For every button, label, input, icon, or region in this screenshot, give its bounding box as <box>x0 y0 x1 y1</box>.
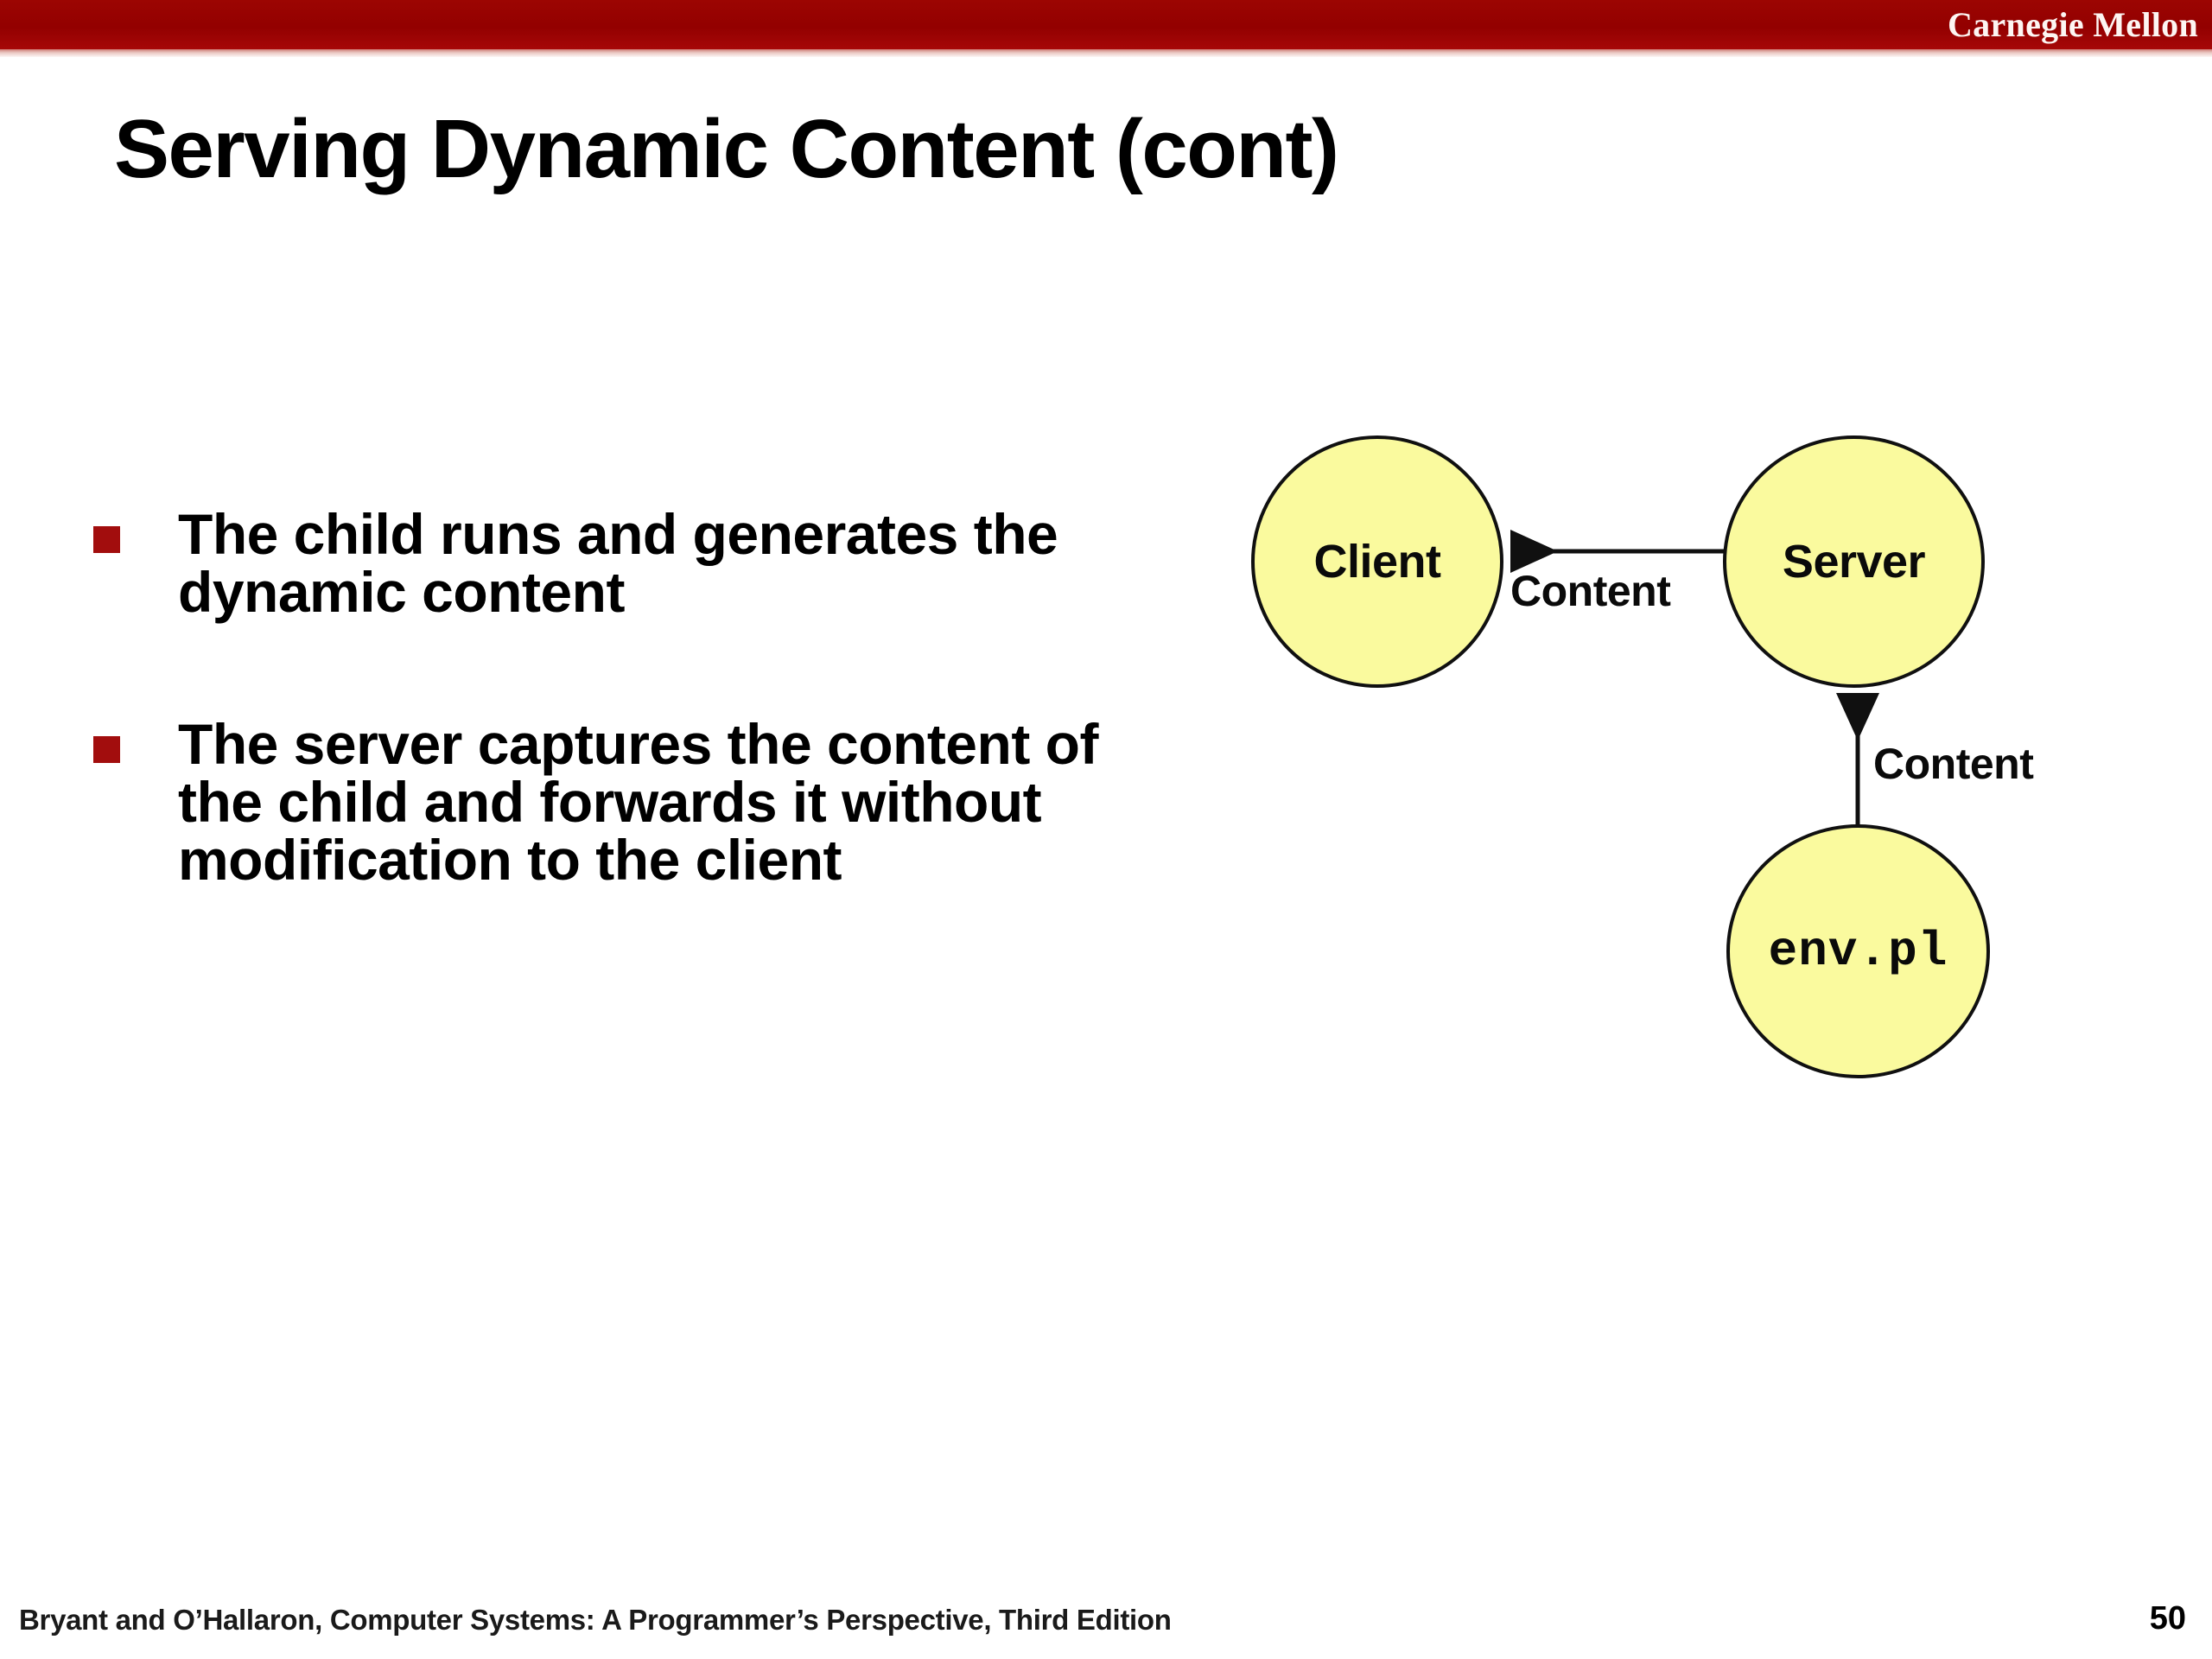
list-item: The child runs and generates the dynamic… <box>93 505 1173 622</box>
page-title: Serving Dynamic Content (cont) <box>114 103 1339 195</box>
diagram-node-server: Server <box>1723 435 1985 688</box>
header-bar <box>0 0 2212 49</box>
bullet-text: The child runs and generates the dynamic… <box>178 502 1058 625</box>
bullet-square-icon <box>93 735 120 763</box>
node-label-envpl: env.pl <box>1768 924 1948 979</box>
node-label-server: Server <box>1782 536 1926 588</box>
header-underline <box>0 49 2212 57</box>
bullet-text: The server captures the content of the c… <box>178 711 1098 893</box>
diagram-node-envpl: env.pl <box>1726 824 1990 1078</box>
carnegie-mellon-wordmark: Carnegie Mellon <box>1948 5 2198 44</box>
bullet-list: The child runs and generates the dynamic… <box>93 505 1173 983</box>
bullet-square-icon <box>93 526 120 553</box>
client-server-diagram: Client Server env.pl Content Content <box>1210 406 2074 1123</box>
page-number: 50 <box>2149 1600 2186 1637</box>
edge-label-content-vertical: Content <box>1873 740 2034 788</box>
footer-citation: Bryant and O’Hallaron, Computer Systems:… <box>19 1604 1172 1636</box>
node-label-client: Client <box>1313 536 1441 588</box>
diagram-node-client: Client <box>1251 435 1503 688</box>
list-item: The server captures the content of the c… <box>93 715 1173 890</box>
edge-label-content-horizontal: Content <box>1510 567 1671 615</box>
diagram-edges <box>1510 530 1879 826</box>
